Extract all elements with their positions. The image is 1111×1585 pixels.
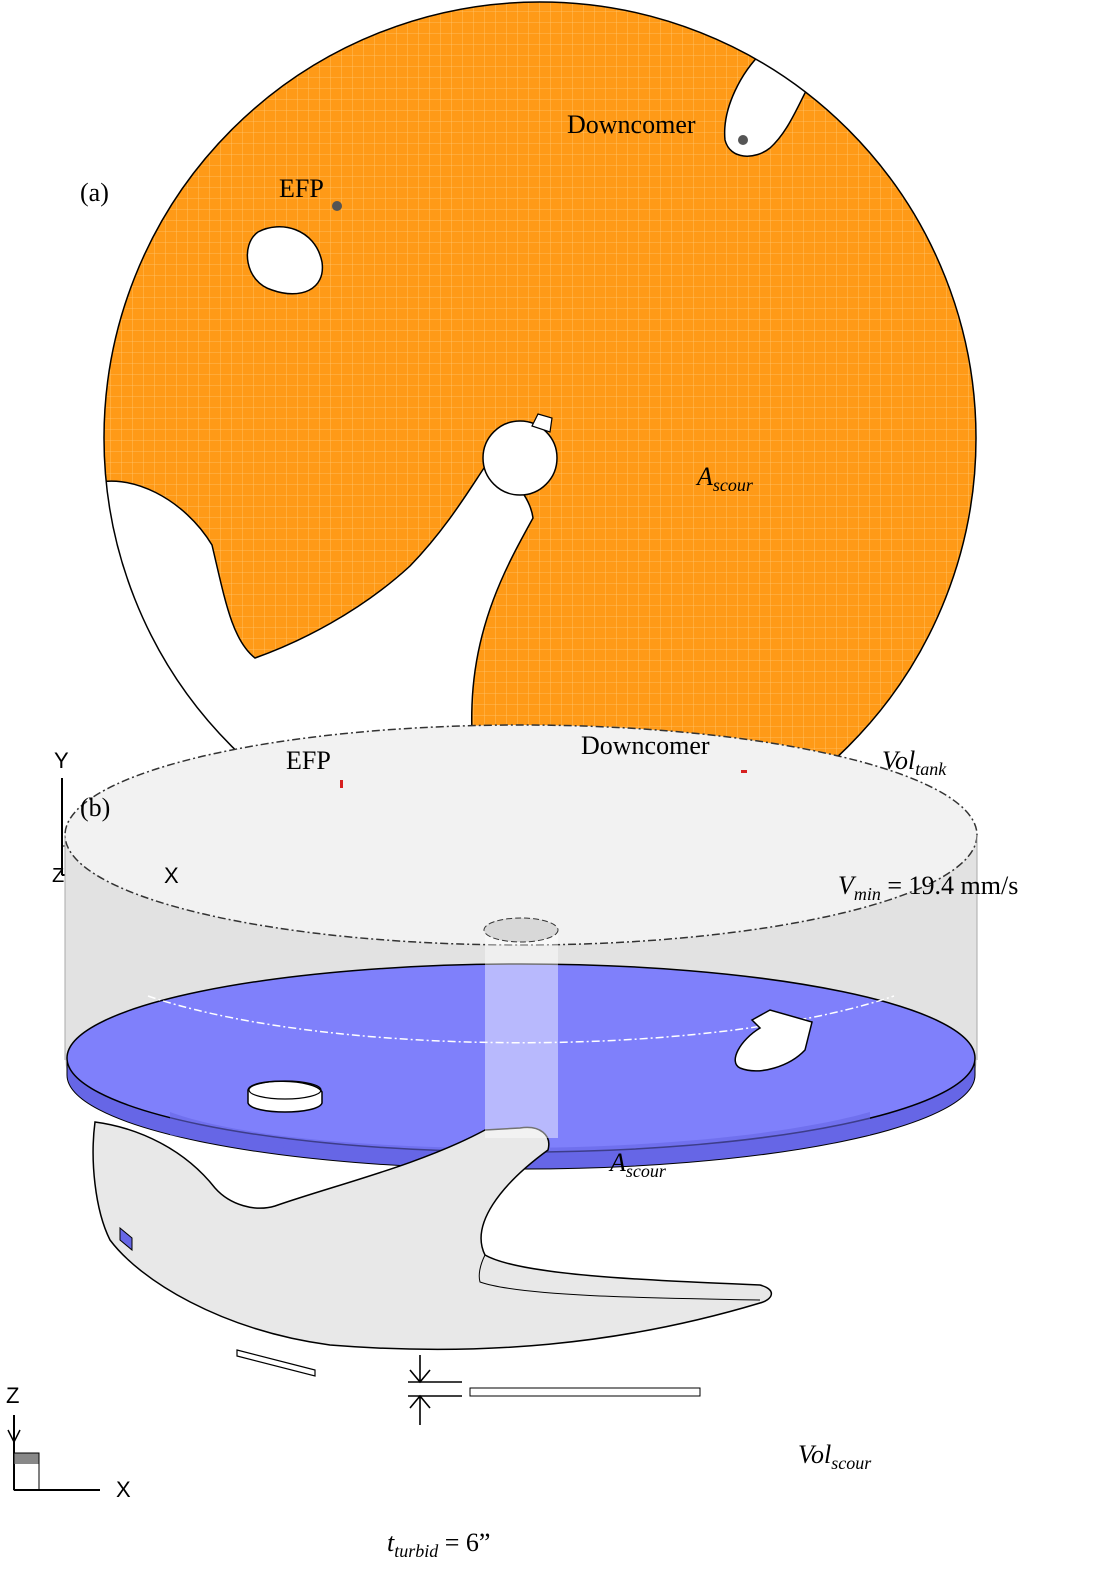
thickness-label: tturbid = 6” bbox=[387, 1528, 491, 1561]
center-column-notch bbox=[531, 413, 553, 433]
non-scour-zone-3d bbox=[92, 1121, 772, 1351]
center-column-top bbox=[483, 917, 559, 943]
axis-z-label-b: Z bbox=[6, 1383, 20, 1408]
axis-x-label-b: X bbox=[116, 1477, 131, 1502]
thickness-indicator bbox=[408, 1355, 462, 1425]
center-column-hole bbox=[482, 420, 558, 496]
downcomer-marker bbox=[738, 135, 748, 145]
scour-area-label-b: Ascour bbox=[610, 1148, 666, 1181]
bottom-slot-left bbox=[236, 1349, 316, 1377]
scour-volume-label: Volscour bbox=[798, 1440, 872, 1473]
efp-label: EFP bbox=[279, 174, 324, 203]
efp-hole bbox=[246, 226, 324, 295]
axis-y-label: Y bbox=[54, 748, 69, 773]
scour-volume-front-shade bbox=[170, 1112, 870, 1154]
non-scour-zone-edge bbox=[478, 1254, 761, 1301]
axis-x-label: X bbox=[164, 863, 179, 888]
efp-bottom-marker bbox=[340, 780, 343, 788]
axis-triad-b bbox=[7, 1415, 100, 1491]
downcomer-label-b: Downcomer bbox=[581, 731, 710, 760]
downcomer-bottom-marker bbox=[741, 770, 747, 773]
tank-volume-label: Voltank bbox=[882, 746, 947, 779]
panel-b-scour-volume bbox=[64, 724, 978, 1425]
efp-label-b: EFP bbox=[286, 746, 331, 775]
efp-marker bbox=[332, 201, 342, 211]
left-edge-sliver bbox=[119, 1226, 133, 1252]
panel-b-label: (b) bbox=[80, 793, 111, 822]
bottom-slot-right bbox=[469, 1387, 701, 1397]
downcomer-notch-3d bbox=[734, 1009, 813, 1072]
vmin-label: Vmin = 19.4 mm/s bbox=[838, 871, 1019, 904]
axis-z-label: Z bbox=[52, 865, 65, 887]
panel-a-label: (a) bbox=[80, 178, 109, 207]
tank-top-ellipse bbox=[64, 724, 978, 946]
scour-area-label: Ascour bbox=[697, 462, 753, 495]
downcomer-label: Downcomer bbox=[567, 110, 696, 139]
center-column-3d bbox=[485, 930, 558, 1138]
